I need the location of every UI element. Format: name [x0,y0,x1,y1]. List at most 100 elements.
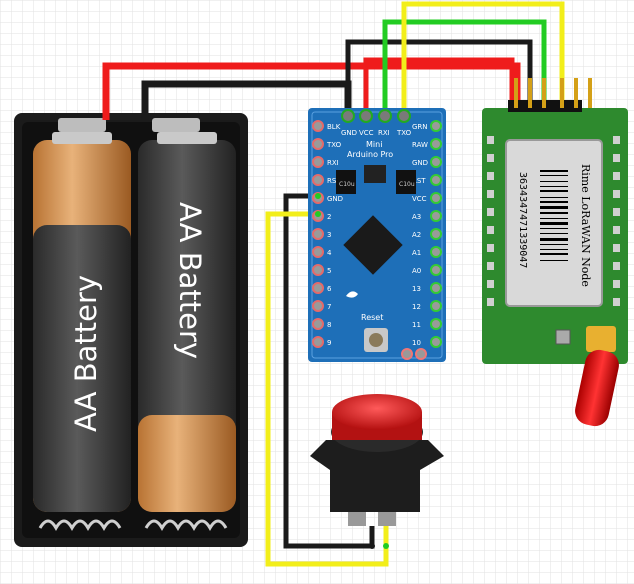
regulator-chip [364,165,386,183]
right-pin-label: A3 [412,213,421,221]
right-pin-12 [430,300,442,312]
left-pin-label: GND [327,195,343,203]
right-pin-label: 13 [412,285,421,293]
right-pin-label: A2 [412,231,421,239]
pin-a6 [401,348,413,360]
right-pin-raw [430,138,442,150]
lora-pad [613,154,620,162]
right-pin-label: 10 [412,339,421,347]
top-pin-label-gnd: GND [341,129,357,137]
reset-label: Reset [361,313,383,322]
left-pin-label: BLK [327,123,341,131]
left-pin-label: 7 [327,303,331,311]
left-pin-label: 3 [327,231,331,239]
left-pin-label: 8 [327,321,331,329]
lora-pad [487,172,494,180]
lora-edge-pads [487,136,620,306]
top-pin-label-vcc: VCC [359,129,374,137]
top-pin-label-rxi: RXI [378,129,390,137]
right-pin-label: GRN [412,123,428,131]
barcode [540,170,568,261]
left-pin-4 [312,246,324,258]
push-button[interactable] [310,394,444,526]
battery-cell-1 [33,132,131,512]
right-pin-label: RAW [412,141,428,149]
left-pin-8 [312,318,324,330]
right-pin-a0 [430,264,442,276]
lora-header-pins [514,78,592,108]
right-pin-label: GND [412,159,428,167]
right-pin-13 [430,282,442,294]
left-pin-label: 2 [327,213,331,221]
wire-red-vcc[interactable] [363,57,515,110]
right-pin-rst [430,174,442,186]
left-pin-5 [312,264,324,276]
lora-pad [613,226,620,234]
right-pin-11 [430,318,442,330]
battery-label-2: AA Battery [173,202,207,359]
arduino-title-mini: Mini [366,140,382,149]
battery-cell-2 [138,132,236,512]
component-pad [555,329,571,345]
spring-left [38,519,122,532]
right-pin-label: A1 [412,249,421,257]
battery-holder[interactable]: AA Battery AA Battery [14,113,248,547]
lora-pad [613,136,620,144]
microcontroller-chip [343,215,403,275]
right-pin-a2 [430,228,442,240]
right-pin-grn [430,120,442,132]
left-pin-label: 4 [327,249,332,257]
left-pin-6 [312,282,324,294]
lora-pad [487,154,494,162]
left-pin-label: 9 [327,339,331,347]
lora-pad [487,262,494,270]
wire-yellow-button[interactable] [265,211,389,567]
right-pin-gnd [430,156,442,168]
svg-text:C10u: C10u [399,181,415,188]
lora-module[interactable]: 3634347471339047 Rime LoRaWAN Node [482,78,628,429]
lora-pad [487,208,494,216]
logo-icon [346,291,358,298]
svg-text:C10u: C10u [339,181,355,188]
left-pin-7 [312,300,324,312]
lora-pad [613,280,620,288]
right-pin-label: 11 [412,321,421,329]
button-base [310,440,444,512]
wire-yellow-txo[interactable] [401,1,565,110]
module-name: Rime LoRaWAN Node [579,164,592,287]
pin-a7 [415,348,427,360]
lora-pad [613,208,620,216]
arduino-title: Arduino Pro [347,150,393,159]
spring-right [144,519,228,532]
lora-pad [613,298,620,306]
left-pin-label: 6 [327,285,332,293]
right-pin-10 [430,336,442,348]
left-pin-label: TXO [326,141,342,149]
left-pin-blk [312,120,324,132]
lora-pad [613,262,620,270]
arduino-top-pins [341,109,411,123]
arduino-pro-mini[interactable]: GND VCC RXI TXO Mini Arduino Pro BLKTXOR… [308,108,446,362]
left-pin-rst [312,174,324,186]
left-pin-txo [312,138,324,150]
right-pin-vcc [430,192,442,204]
left-pin-rxi [312,156,324,168]
wire-black-gnd[interactable] [345,39,533,110]
lora-pad [613,172,620,180]
left-pin-9 [312,336,324,348]
lora-pad [487,190,494,198]
right-pin-label: A0 [412,267,421,275]
wire-green-rxi[interactable] [382,19,547,110]
left-pin-label: RXI [327,159,339,167]
lora-pad [487,280,494,288]
battery-label-1: AA Battery [69,275,103,432]
capacitor-2 [396,170,416,194]
antenna [575,349,619,427]
serial-number: 3634347471339047 [517,172,528,268]
wire-black-button[interactable] [283,193,375,549]
capacitor-1 [336,170,356,194]
left-pin-3 [312,228,324,240]
